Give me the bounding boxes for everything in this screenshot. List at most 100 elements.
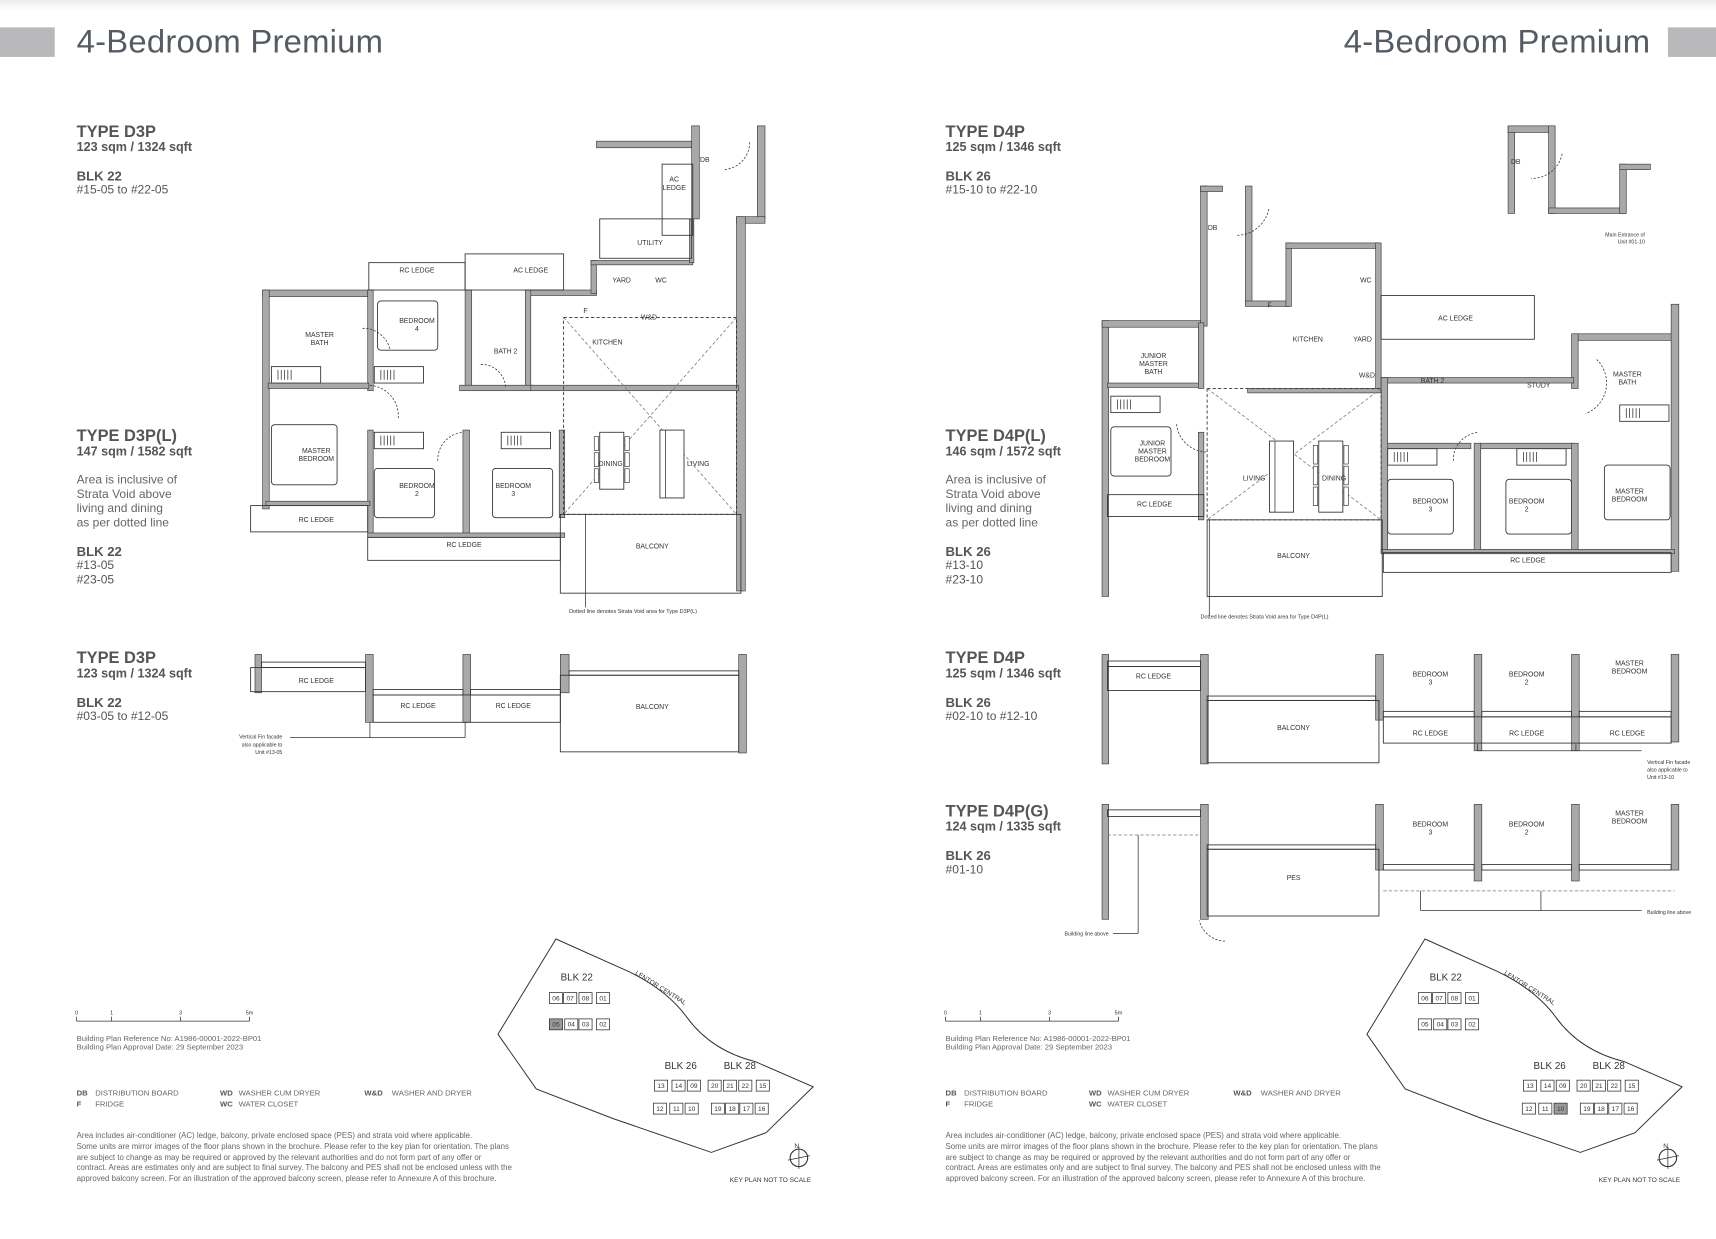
d4p-ledge-outline	[1380, 295, 1535, 340]
unit-number: 05	[1421, 1022, 1429, 1029]
legend-label: WATER CLOSET	[1107, 1100, 1168, 1109]
room-label: W&D	[641, 315, 657, 322]
unit-block: BLK 26	[945, 543, 991, 560]
unit-number: 04	[1437, 1022, 1445, 1029]
d4pg-wall	[1200, 804, 1209, 920]
room-label: BEDROOM	[1509, 498, 1545, 505]
disclaimer-line: Some units are mirror images of the floo…	[945, 1141, 1378, 1152]
unit-area: 146 sqm / 1572 sqft	[945, 445, 1062, 459]
room-label: BALCONY	[636, 704, 669, 711]
room-label: 3	[1428, 507, 1432, 514]
railing	[568, 670, 740, 676]
unit-cell	[1555, 1079, 1570, 1092]
door-swing-icon	[1235, 208, 1270, 236]
d3p-lower-ledge-outline	[250, 667, 366, 693]
chair-icon	[624, 452, 630, 467]
unit-area: 124 sqm / 1335 sqft	[945, 820, 1062, 834]
unit-cell	[596, 992, 610, 1004]
compass-needle	[1656, 1155, 1679, 1161]
railing	[1578, 710, 1672, 718]
d3p-wall	[590, 260, 694, 266]
room-label: PES	[1287, 875, 1301, 882]
d3p-wall	[367, 289, 374, 392]
railing	[1481, 710, 1572, 718]
d3p-wall	[367, 429, 374, 537]
room-label: 2	[415, 491, 419, 498]
unit-cell	[564, 1018, 579, 1031]
room-label: F	[1267, 303, 1271, 310]
unit-cell	[1591, 1079, 1606, 1092]
d3p-wall	[265, 500, 371, 506]
room-label: 3	[1428, 679, 1432, 686]
room-label: 2	[1525, 507, 1529, 514]
wardrobe-icon	[1516, 448, 1567, 466]
disclaimer-line: are subject to change as may be required…	[76, 1151, 482, 1162]
keyplan-blk22: BLK 22	[1430, 973, 1462, 984]
unit-number: 05	[552, 1022, 560, 1029]
d4p-lower-ledge-outline	[1206, 699, 1380, 764]
building-line-note: Building line above	[1647, 910, 1691, 916]
room-label: AC	[669, 177, 679, 184]
d4p-wall	[1571, 333, 1579, 389]
railing	[1382, 864, 1475, 871]
legend-label: WATER CLOSET	[238, 1100, 299, 1109]
room-label: W&D	[1359, 373, 1375, 380]
unit-cell	[1607, 1079, 1622, 1092]
unit-number: 07	[567, 995, 575, 1002]
unit-cell	[654, 1079, 668, 1092]
unit-cell	[1433, 1018, 1448, 1031]
d3p-wall	[267, 382, 370, 389]
d3p-wall	[596, 140, 697, 149]
unit-cell	[1417, 1018, 1432, 1031]
room-label: RC LEDGE	[1510, 558, 1546, 565]
unit-cell	[596, 1018, 610, 1031]
unit-area: 123 sqm / 1324 sqft	[76, 667, 193, 681]
unit-cell	[755, 1079, 770, 1092]
room-label: RC LEDGE	[496, 703, 532, 710]
d4p-wall	[1507, 125, 1515, 214]
unit-range: #15-05 to #22-05	[76, 183, 169, 197]
bed-icon	[1603, 464, 1671, 521]
unit-block: BLK 26	[945, 848, 991, 864]
d4p-wall	[1101, 320, 1201, 328]
note-line: Strata Void above	[945, 488, 1041, 502]
pes-outline	[1206, 848, 1380, 917]
north-label: N	[794, 1143, 799, 1150]
room-label: MASTER	[1139, 361, 1168, 368]
bed-icon	[1110, 426, 1172, 477]
unit-area: 125 sqm / 1346 sqft	[945, 667, 1062, 681]
room-label: WC	[655, 277, 666, 284]
room-label: LEDGE	[662, 185, 686, 192]
d3p-wall	[756, 125, 766, 220]
d3p-lower-wall	[738, 654, 747, 754]
unit-area: 123 sqm / 1324 sqft	[76, 141, 193, 155]
unit-number: 12	[1525, 1106, 1533, 1113]
unit-block: BLK 22	[76, 168, 122, 184]
unit-cell	[1540, 1079, 1555, 1092]
room-label: DINING	[1322, 475, 1346, 482]
unit-range: #13-10	[945, 559, 984, 573]
wardrobe-icon	[270, 366, 322, 384]
room-label: RC LEDGE	[1413, 730, 1449, 737]
road-label: LENTOR CENTRAL	[1503, 970, 1557, 1007]
bed-icon	[270, 424, 338, 486]
d4p-wall	[1573, 333, 1675, 341]
d4p-wall	[1107, 382, 1201, 388]
top-shadow	[0, 0, 1716, 11]
unit-number: 17	[1612, 1106, 1620, 1113]
room-label: BEDROOM	[1413, 671, 1449, 678]
room-label: JUNIOR	[1141, 353, 1167, 360]
site-boundary	[497, 938, 815, 1153]
legend-code: WC	[219, 1100, 233, 1109]
unit-cell	[1432, 992, 1447, 1004]
room-label: BEDROOM	[1612, 668, 1648, 675]
north-label: N	[1663, 1143, 1668, 1150]
room-label: RC LEDGE	[1136, 674, 1172, 681]
railing	[1206, 844, 1377, 850]
room-label: MASTER	[302, 448, 331, 455]
d3p-wall	[262, 289, 270, 510]
vertical-fin-note: Vertical Fin facade	[239, 735, 282, 741]
bed-icon	[1505, 478, 1572, 535]
scale-label: 5m	[246, 1011, 254, 1017]
